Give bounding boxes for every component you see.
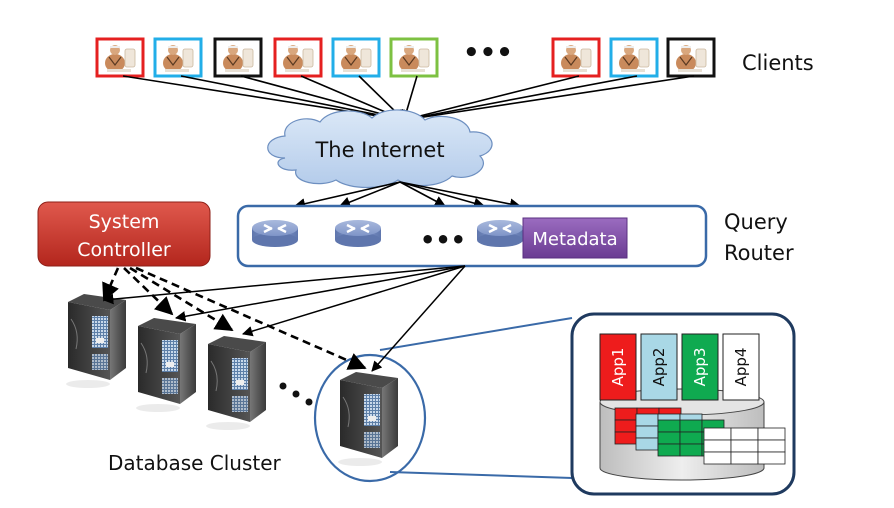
query-router-box — [236, 204, 708, 268]
client-icon — [273, 37, 323, 78]
zoom-connector — [389, 471, 573, 479]
tenant-table-4 — [703, 427, 786, 465]
client-icon — [609, 37, 659, 78]
internet-cloud: The Internet — [267, 109, 493, 189]
query-router-label-line1: Query — [724, 210, 788, 234]
client-connection-line — [402, 75, 638, 124]
app-label: App1 — [609, 348, 627, 387]
app-label: App4 — [732, 348, 750, 387]
app-block-4: App4 — [722, 333, 760, 401]
database-cluster-label: Database Cluster — [108, 451, 282, 475]
internet-to-router-arrows — [293, 181, 522, 210]
app-block-2: App2 — [640, 333, 678, 401]
client-connection-line — [180, 75, 406, 124]
clients-row — [95, 37, 716, 78]
server-icon — [337, 371, 399, 467]
internet-label: The Internet — [314, 138, 444, 162]
client-icon — [95, 37, 145, 78]
router-to-server-arrows — [102, 265, 466, 372]
client-icon — [331, 37, 381, 78]
app-tenants: App1 App2 App3 App4 — [599, 333, 760, 401]
app-block-3: App3 — [681, 333, 719, 401]
server-highlight-circle — [313, 353, 427, 483]
client-icon — [389, 37, 439, 78]
app-label: App3 — [691, 348, 709, 387]
controller-to-server-arrows — [102, 266, 367, 370]
system-controller-line2: Controller — [77, 239, 171, 261]
client-connection-line — [402, 75, 695, 125]
client-icon — [213, 37, 263, 78]
server-icon — [205, 335, 267, 431]
client-connection-line — [402, 75, 580, 123]
query-router-label-line2: Router — [724, 241, 794, 265]
server-icon — [65, 293, 127, 389]
server-icon — [135, 317, 197, 413]
server-ellipsis — [279, 382, 313, 406]
metadata-label: Metadata — [532, 229, 617, 250]
app-block-1: App1 — [599, 333, 637, 401]
clients-ellipsis: ••• — [463, 38, 513, 68]
tenant-tables — [614, 407, 786, 465]
app-label: App2 — [650, 348, 668, 387]
router-icon — [333, 218, 383, 249]
system-controller-box: System Controller — [37, 201, 211, 267]
router-icon — [475, 218, 525, 249]
router-icon — [250, 218, 300, 249]
system-controller-line1: System — [89, 211, 160, 233]
client-connection-line — [240, 75, 406, 123]
router-ellipsis: ••• — [420, 226, 466, 254]
metadata-box: Metadata — [522, 217, 628, 259]
client-icon — [551, 37, 601, 78]
client-icon — [153, 37, 203, 78]
client-icon — [666, 37, 716, 78]
clients-label: Clients — [742, 51, 814, 75]
zoom-connector — [379, 317, 573, 351]
